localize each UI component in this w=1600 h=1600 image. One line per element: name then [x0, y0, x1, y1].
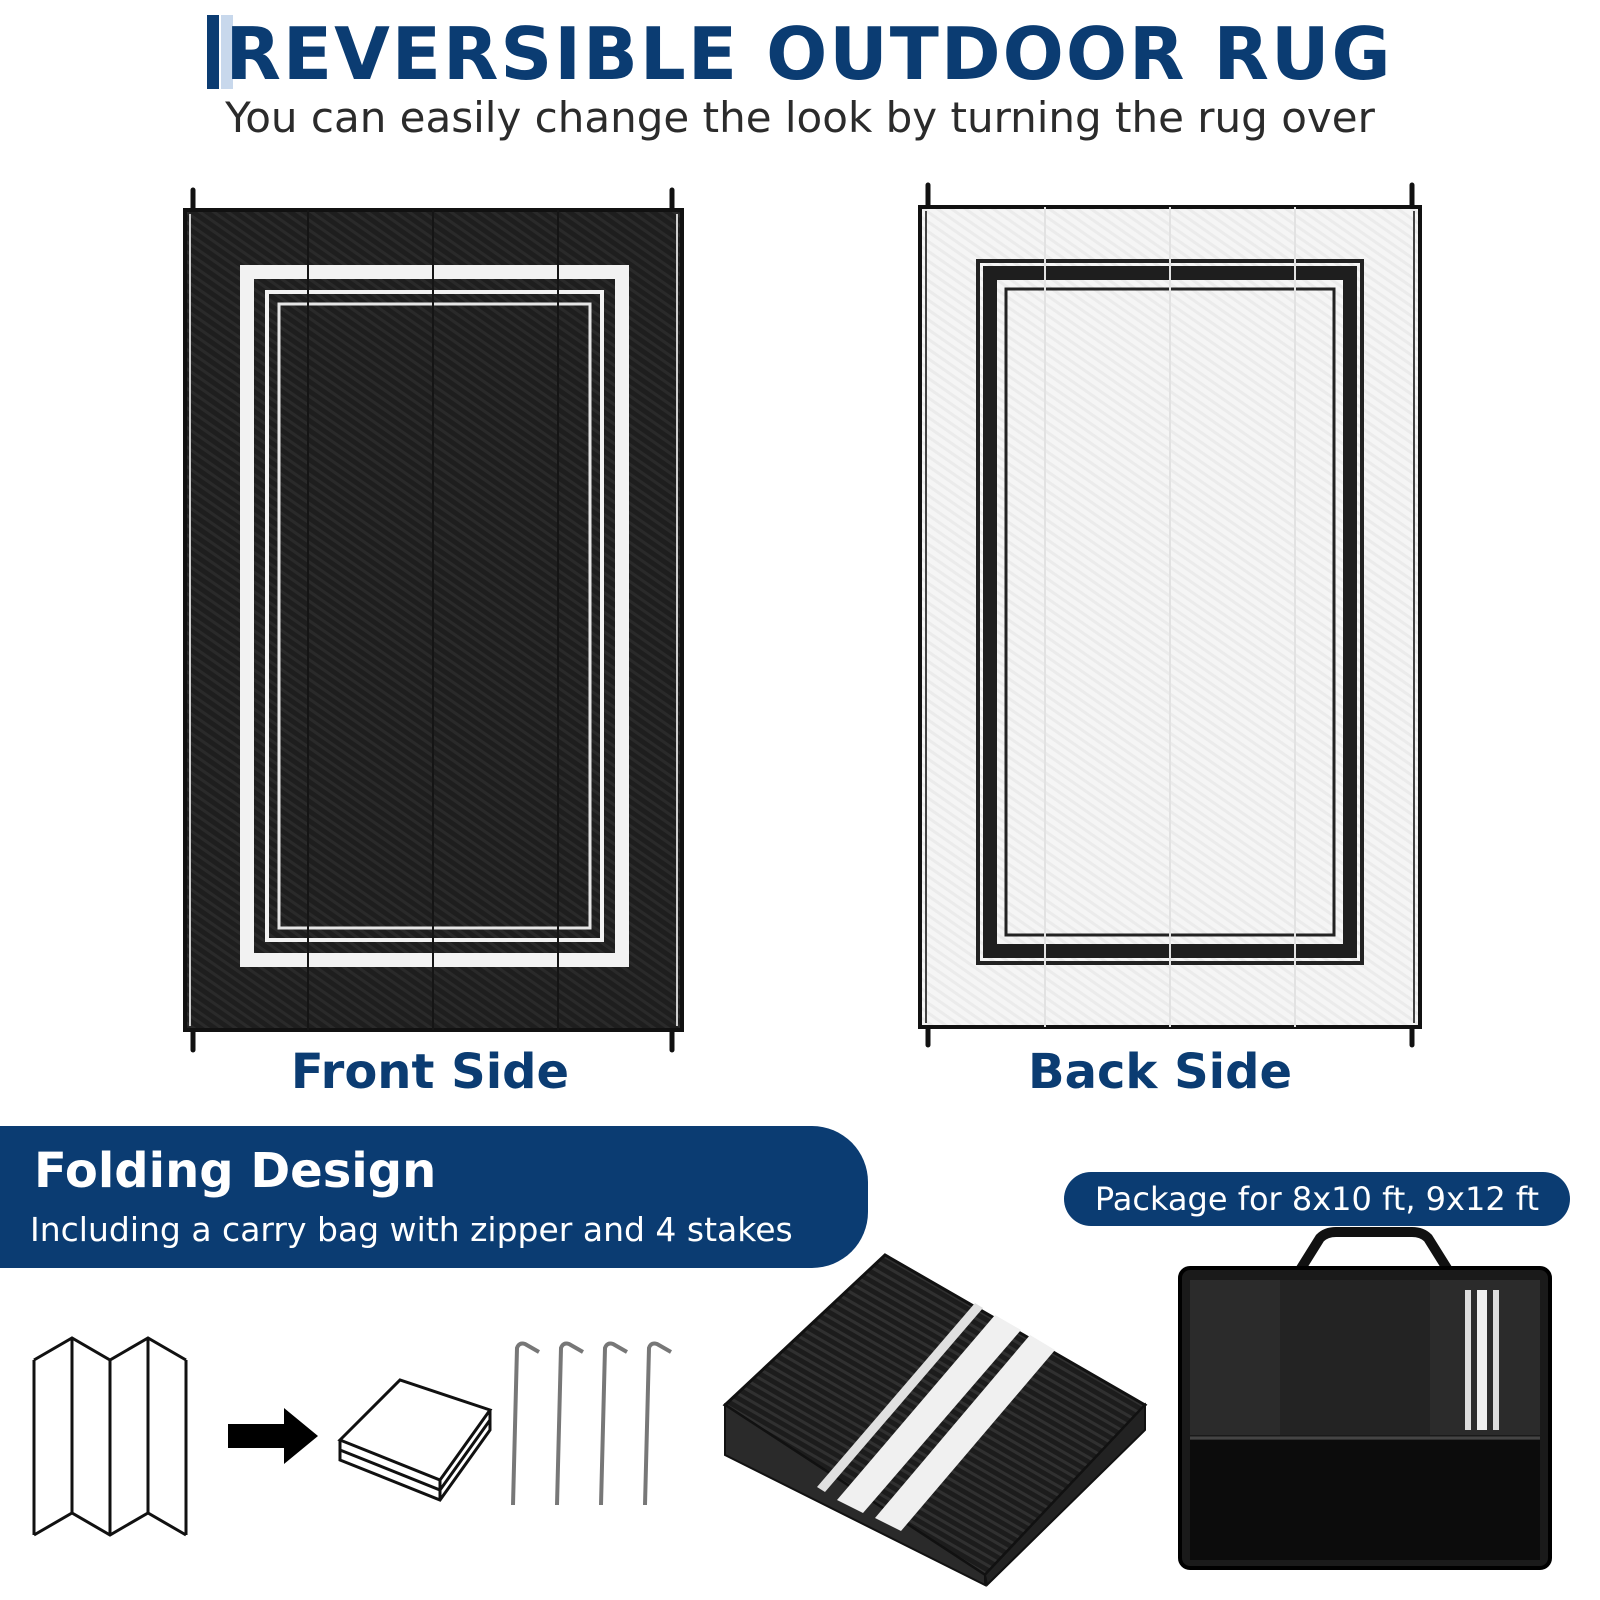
folding-accordion-icon — [32, 1336, 188, 1537]
package-size-badge: Package for 8x10 ft, 9x12 ft — [1064, 1172, 1570, 1226]
folded-stack-icon — [337, 1378, 493, 1502]
stake-icon — [555, 1341, 584, 1506]
folding-design-subtitle: Including a carry bag with zipper and 4 … — [30, 1210, 793, 1249]
carry-bag-icon — [1178, 1227, 1552, 1570]
arrow-right-icon — [228, 1408, 318, 1464]
back-rug-image — [918, 182, 1422, 1048]
folding-design-banner — [0, 1126, 868, 1268]
stakes-group — [511, 1341, 672, 1506]
front-rug-image — [183, 187, 684, 1053]
front-side-label: Front Side — [290, 1044, 570, 1100]
stake-icon — [599, 1341, 628, 1506]
page-title-text: REVERSIBLE OUTDOOR RUG — [225, 12, 1393, 96]
page-title: REVERSIBLE OUTDOOR RUG — [0, 14, 1600, 94]
page-subtitle: You can easily change the look by turnin… — [225, 93, 1375, 142]
stake-icon — [643, 1341, 672, 1506]
back-side-label: Back Side — [1028, 1044, 1292, 1100]
title-accent-bar — [207, 15, 220, 89]
folding-design-title: Folding Design — [34, 1143, 437, 1199]
rolled-rug-icon — [722, 1253, 1148, 1588]
stake-icon — [511, 1341, 540, 1506]
